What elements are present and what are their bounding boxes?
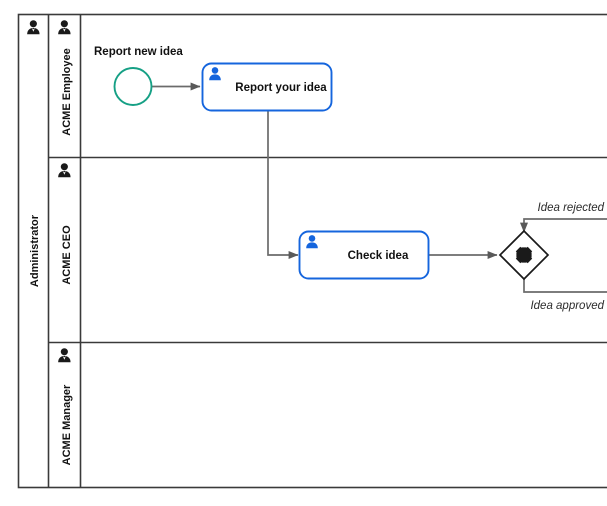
complex-gateway-asterisk-icon: [515, 246, 533, 264]
task-report-your-idea-label: Report your idea: [235, 82, 327, 94]
lane-label-acme-manager: ACME Manager: [61, 384, 73, 465]
sequence-flow-idea-rejected[interactable]: [520, 218, 607, 233]
lane-acme-employee[interactable]: ACME Employee: [58, 20, 73, 136]
gateway-idea-decision[interactable]: [498, 229, 550, 281]
task-check-idea-label: Check idea: [348, 250, 409, 262]
lane-label-acme-ceo: ACME CEO: [61, 225, 73, 285]
flow-label-idea-approved: Idea approved: [530, 300, 604, 312]
start-event-circle[interactable]: [113, 67, 153, 106]
start-event-report-new-idea[interactable]: Report new idea: [94, 46, 183, 106]
task-check-idea[interactable]: Check idea: [298, 230, 430, 280]
task-check-idea-box[interactable]: [298, 230, 430, 280]
lane-acme-ceo[interactable]: ACME CEO: [58, 163, 73, 285]
flow-label-idea-rejected: Idea rejected: [538, 202, 605, 214]
sequence-flow-idea-approved[interactable]: [523, 279, 607, 293]
start-event-label: Report new idea: [94, 46, 183, 58]
sequence-flow-report-to-check[interactable]: [267, 110, 299, 259]
lane-label-acme-employee: ACME Employee: [61, 48, 73, 135]
pool-label: Administrator: [29, 214, 41, 287]
lane-acme-manager[interactable]: ACME Manager: [58, 348, 73, 465]
task-report-your-idea-box[interactable]: [201, 62, 333, 112]
task-report-your-idea[interactable]: Report your idea: [201, 62, 333, 112]
